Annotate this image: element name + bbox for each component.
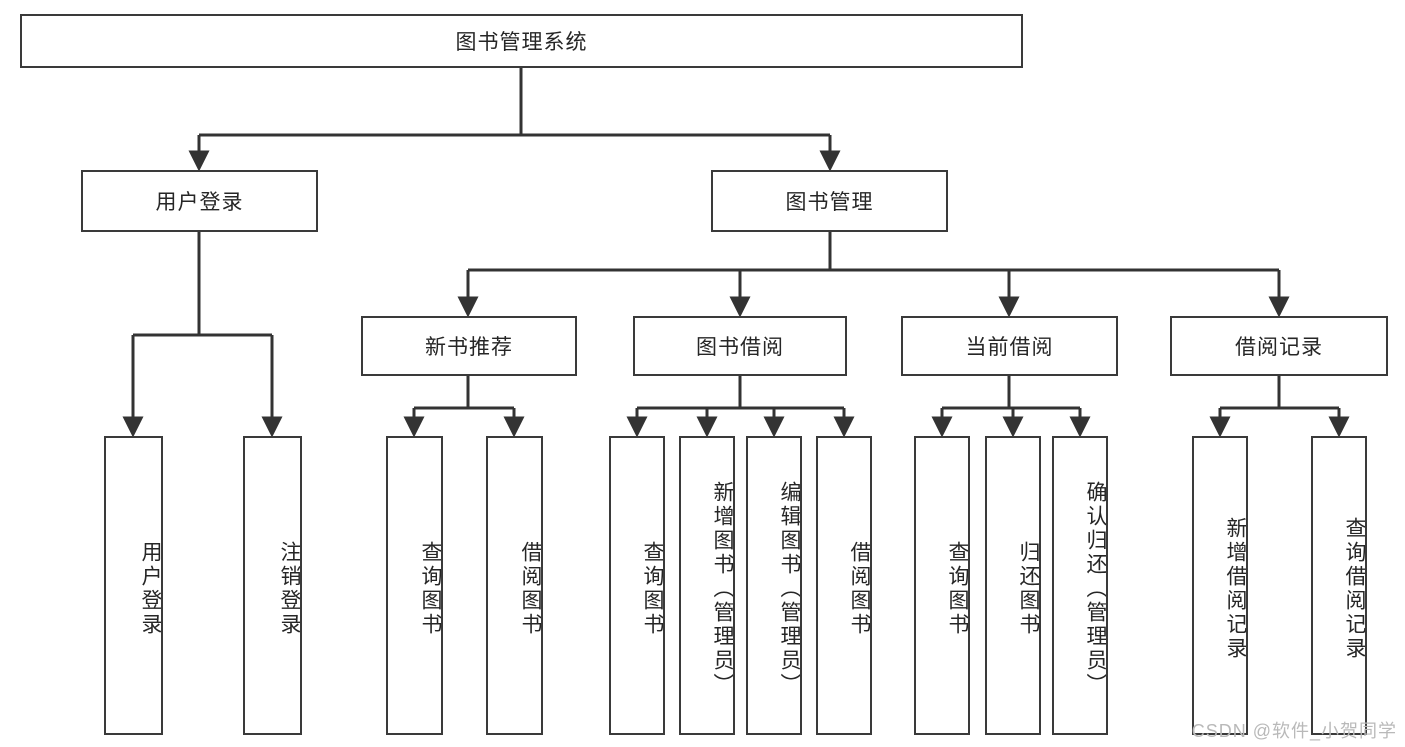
node-label: 查询借阅记录 [1343, 516, 1366, 661]
node-leaf-edit-book-admin[interactable]: 编辑图书（管理员） [746, 436, 802, 735]
node-new-book-recommend[interactable]: 新书推荐 [361, 316, 577, 376]
node-leaf-return-book[interactable]: 归还图书 [985, 436, 1041, 735]
node-leaf-borrow-book-rec[interactable]: 借阅图书 [486, 436, 543, 735]
node-leaf-query-book-cur[interactable]: 查询图书 [914, 436, 970, 735]
node-leaf-user-login[interactable]: 用户登录 [104, 436, 163, 735]
node-label: 当前借阅 [965, 336, 1054, 359]
node-leaf-query-book-borrow[interactable]: 查询图书 [609, 436, 665, 735]
node-leaf-add-book-admin[interactable]: 新增图书（管理员） [679, 436, 735, 735]
node-label: 查询图书 [641, 540, 664, 637]
node-book-borrow[interactable]: 图书借阅 [633, 316, 847, 376]
node-label: 图书管理系统 [455, 31, 588, 54]
node-leaf-add-borrow-record[interactable]: 新增借阅记录 [1192, 436, 1248, 735]
node-label: 确认归还（管理员） [1084, 480, 1107, 697]
node-label: 归还图书 [1017, 540, 1040, 637]
node-leaf-query-book-rec[interactable]: 查询图书 [386, 436, 443, 735]
node-label: 查询图书 [946, 540, 969, 637]
csdn-watermark: CSDN @软件_小贺同学 [1191, 721, 1397, 741]
node-label: 编辑图书（管理员） [778, 480, 801, 697]
node-borrow-record[interactable]: 借阅记录 [1170, 316, 1388, 376]
node-leaf-confirm-return-admin[interactable]: 确认归还（管理员） [1052, 436, 1108, 735]
node-book-manage[interactable]: 图书管理 [711, 170, 948, 232]
node-root[interactable]: 图书管理系统 [20, 14, 1023, 68]
node-label: 图书借阅 [696, 336, 784, 359]
node-label: 查询图书 [419, 540, 442, 637]
node-label: 图书管理 [785, 191, 874, 214]
node-label: 新增图书（管理员） [711, 480, 734, 697]
node-label: 新增借阅记录 [1224, 516, 1247, 661]
node-current-borrow[interactable]: 当前借阅 [901, 316, 1118, 376]
node-label: 借阅图书 [519, 540, 542, 637]
node-label: 新书推荐 [425, 336, 513, 359]
node-label: 借阅记录 [1235, 336, 1323, 359]
node-leaf-borrow-book[interactable]: 借阅图书 [816, 436, 872, 735]
node-label: 注销登录 [278, 540, 301, 637]
node-label: 借阅图书 [848, 540, 871, 637]
node-leaf-query-borrow-record[interactable]: 查询借阅记录 [1311, 436, 1367, 735]
node-user-login[interactable]: 用户登录 [81, 170, 318, 232]
node-leaf-logout[interactable]: 注销登录 [243, 436, 302, 735]
node-label: 用户登录 [139, 540, 162, 637]
node-label: 用户登录 [155, 191, 244, 214]
